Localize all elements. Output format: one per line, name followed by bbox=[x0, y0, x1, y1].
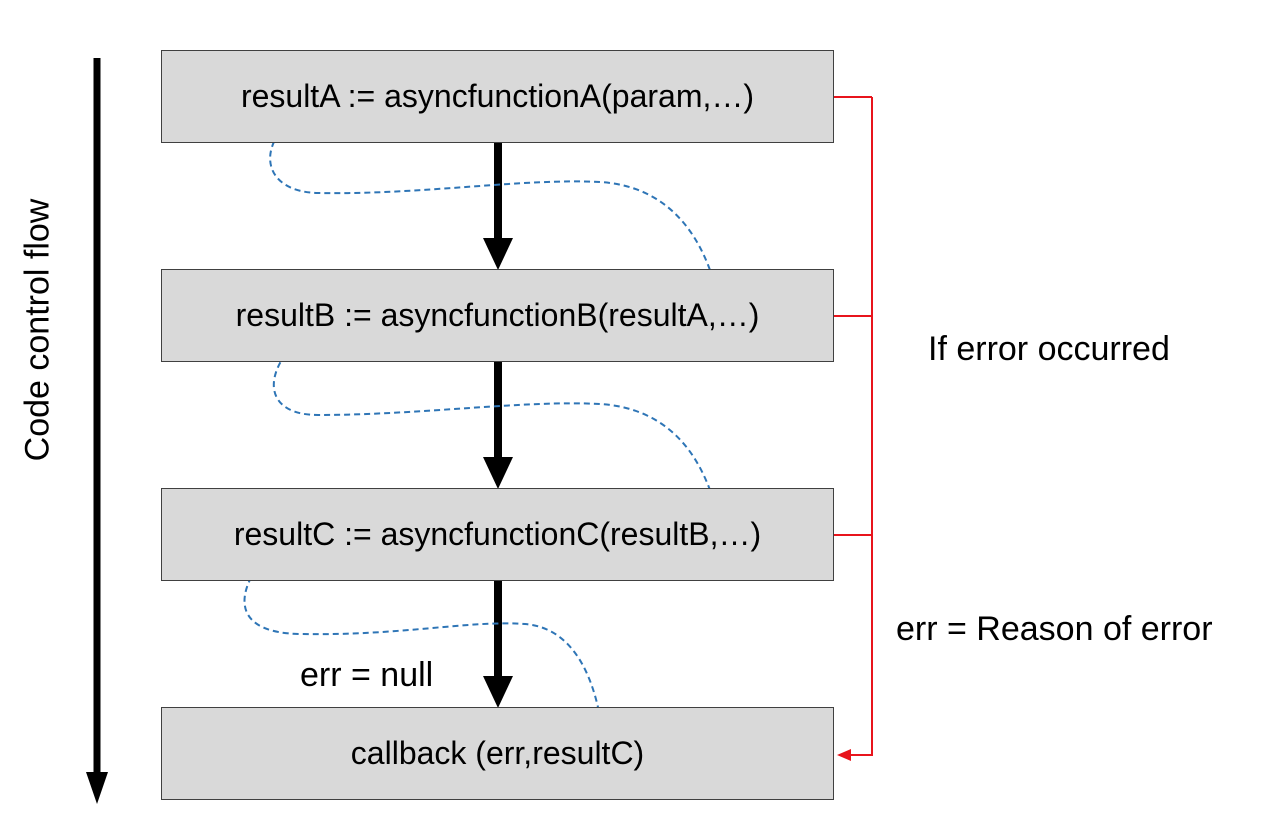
error-value-label: err = Reason of error bbox=[896, 610, 1213, 648]
step-arrow-c-d-head bbox=[483, 676, 513, 708]
callback-label: callback (err,resultC) bbox=[350, 735, 645, 771]
step-box-a: resultA := asyncfunctionA(param,…) bbox=[161, 50, 834, 143]
step-c-label: resultC := asyncfunctionC(resultB,…) bbox=[233, 516, 762, 552]
data-flow-curve-c bbox=[243, 559, 606, 731]
data-flow-curve-b bbox=[272, 345, 719, 511]
step-arrow-b-c-head bbox=[483, 457, 513, 489]
control-flow-label: Code control flow bbox=[18, 198, 57, 462]
data-flow-curve-a bbox=[269, 117, 719, 291]
control-flow-arrow-head bbox=[86, 772, 108, 804]
step-a-label: resultA := asyncfunctionA(param,…) bbox=[240, 78, 755, 114]
error-bus bbox=[837, 97, 873, 761]
step-b-label: resultB := asyncfunctionB(resultA,…) bbox=[235, 297, 760, 333]
callback-box: callback (err,resultC) bbox=[161, 707, 834, 800]
step-arrow-a-b-head bbox=[483, 238, 513, 270]
step-box-b: resultB := asyncfunctionB(resultA,…) bbox=[161, 269, 834, 362]
success-value-label: err = null bbox=[300, 656, 434, 694]
error-path-label: If error occurred bbox=[928, 330, 1170, 368]
step-box-c: resultC := asyncfunctionC(resultB,…) bbox=[161, 488, 834, 581]
